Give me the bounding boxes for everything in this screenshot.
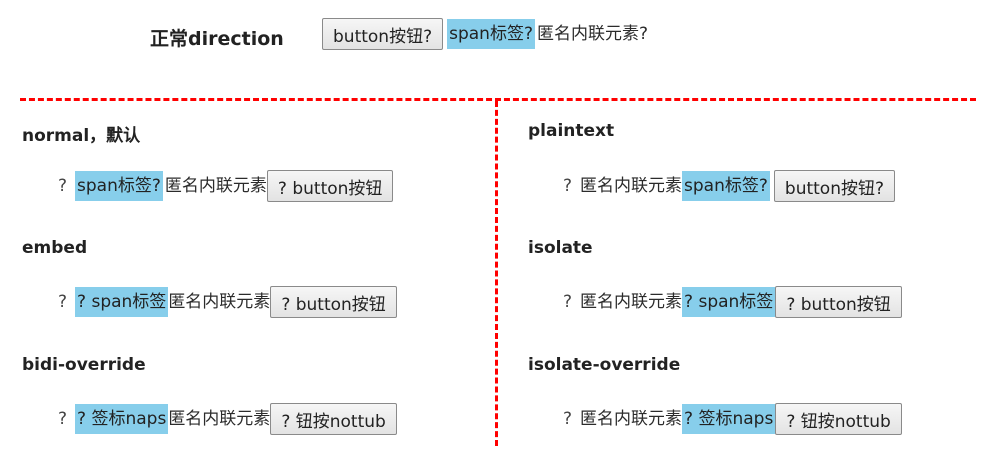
normal-section-title: normal，默认 xyxy=(22,126,141,146)
bidi-override-button[interactable]: ? 钮按nottub xyxy=(270,403,397,435)
embed-span: ? span标签 xyxy=(75,287,169,317)
isolate-question-mark: ? xyxy=(563,292,573,312)
normal-button[interactable]: ? button按钮 xyxy=(266,170,394,202)
plaintext-span: span标签? xyxy=(682,171,770,201)
normal-direction-span: span标签? xyxy=(447,19,535,49)
embed-question-mark: ? xyxy=(58,292,68,312)
bidi-override-question-mark: ? xyxy=(58,409,68,429)
isolate-anonymous-text: 匿名内联元素 xyxy=(580,292,683,312)
plaintext-example-row: ? 匿名内联元素 span标签? button按钮? xyxy=(563,169,896,203)
bidi-override-anonymous-text: 匿名内联元素 xyxy=(168,409,271,429)
isolate-override-example-row: ? 匿名内联元素 ? 签标naps ? 钮按nottub xyxy=(563,402,902,436)
bidi-override-example-row: ? ? 签标naps 匿名内联元素 ? 钮按nottub xyxy=(58,402,397,436)
isolate-example-row: ? 匿名内联元素 ? span标签 ? button按钮 xyxy=(563,285,902,319)
normal-direction-anonymous-text: 匿名内联元素? xyxy=(536,24,649,44)
isolate-override-button[interactable]: ? 钮按nottub xyxy=(775,403,902,435)
embed-example-row: ? ? span标签 匿名内联元素 ? button按钮 xyxy=(58,285,397,319)
isolate-override-anonymous-text: 匿名内联元素 xyxy=(580,409,683,429)
bidi-override-span: ? 签标naps xyxy=(75,404,169,434)
normal-direction-row: button按钮? span标签? 匿名内联元素? xyxy=(322,17,648,51)
plaintext-anonymous-text: 匿名内联元素 xyxy=(580,176,683,196)
normal-span: span标签? xyxy=(75,171,163,201)
isolate-span: ? span标签 xyxy=(682,287,776,317)
isolate-override-span: ? 签标naps xyxy=(682,404,776,434)
plaintext-section-title: plaintext xyxy=(528,121,615,141)
isolate-button[interactable]: ? button按钮 xyxy=(775,286,902,318)
plaintext-question-mark: ? xyxy=(563,176,573,196)
isolate-override-question-mark: ? xyxy=(563,409,573,429)
embed-section-title: embed xyxy=(22,238,88,258)
plaintext-button[interactable]: button按钮? xyxy=(773,170,896,202)
embed-button[interactable]: ? button按钮 xyxy=(270,286,397,318)
vertical-dashed-divider xyxy=(495,101,498,446)
isolate-override-section-title: isolate-override xyxy=(528,355,681,375)
normal-example-row: ? span标签? 匿名内联元素 ? button按钮 xyxy=(58,169,394,203)
normal-question-mark: ? xyxy=(58,176,68,196)
normal-direction-label: 正常direction xyxy=(150,28,284,50)
normal-direction-button[interactable]: button按钮? xyxy=(322,18,444,50)
horizontal-dashed-divider xyxy=(20,98,976,101)
bidi-override-section-title: bidi-override xyxy=(22,355,146,375)
embed-anonymous-text: 匿名内联元素 xyxy=(168,292,271,312)
normal-anonymous-text: 匿名内联元素 xyxy=(164,176,267,196)
isolate-section-title: isolate xyxy=(528,238,593,258)
